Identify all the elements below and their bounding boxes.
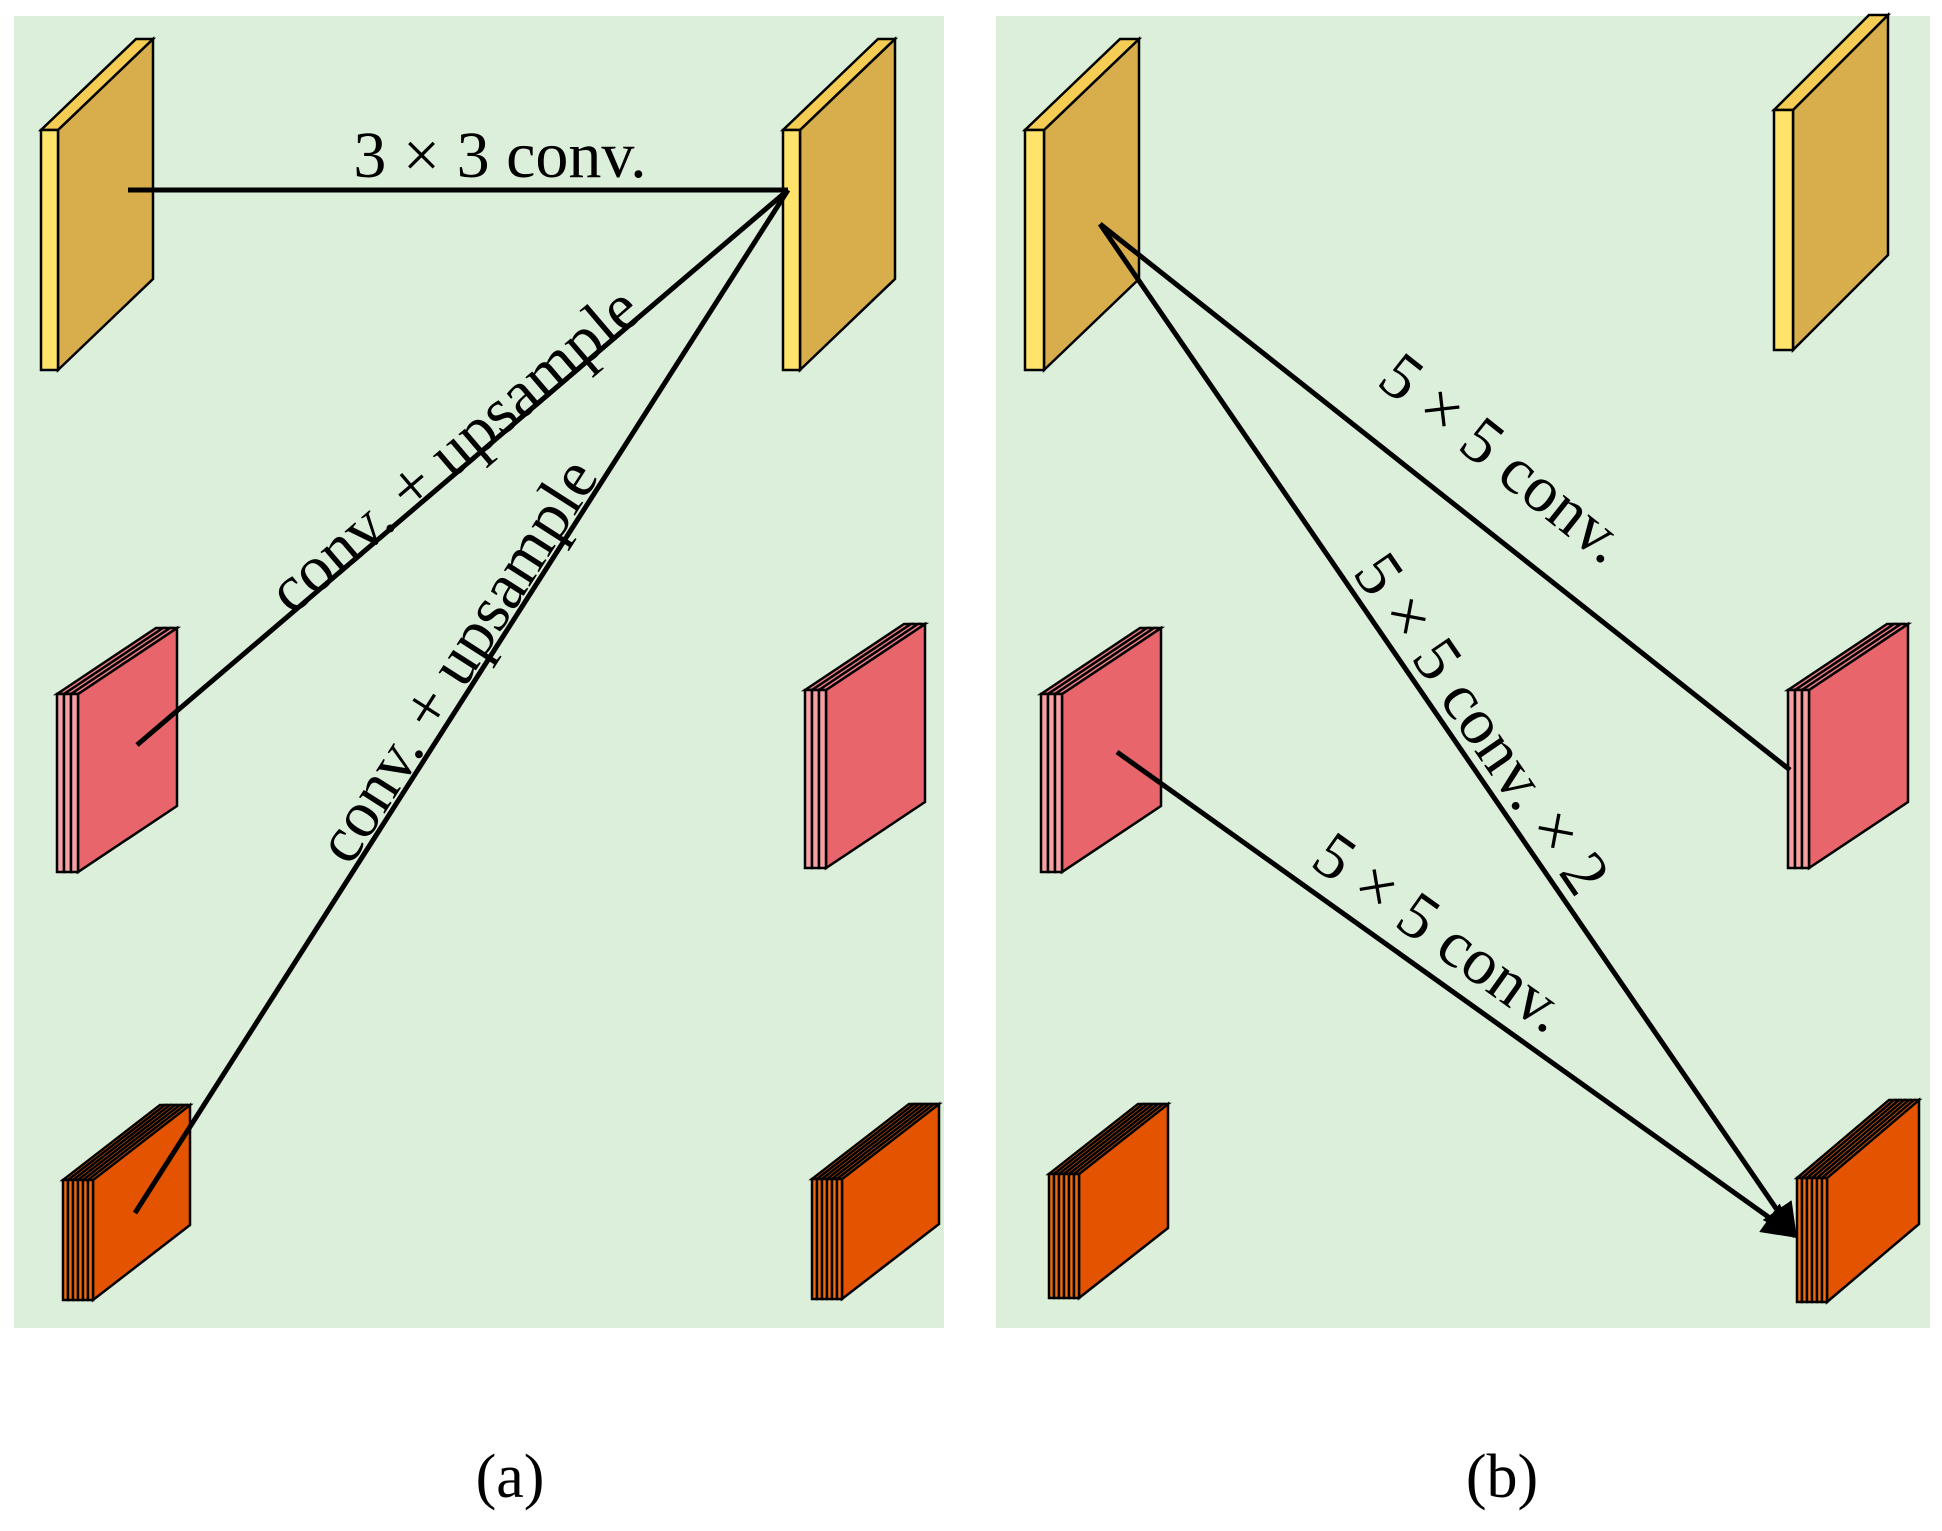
panel-b-block-level3-left	[1045, 1101, 1172, 1301]
panel-b-block-level3-right	[1793, 1097, 1923, 1305]
panel-b-block-level2-left	[1036, 625, 1166, 875]
panel-a: 3 × 3 conv. conv. + upsample conv. + ups…	[14, 16, 944, 1511]
panel-b-edge-level1-to-level3	[1097, 222, 1798, 1239]
block-front-face	[1023, 128, 1046, 372]
panel-a-label-3x3-conv: 3 × 3 conv.	[353, 119, 646, 192]
panel-b-caption: (b)	[1466, 1443, 1538, 1511]
block-front-face	[86, 1178, 95, 1302]
panel-a-edge-upsample-from-level3	[132, 188, 791, 1215]
block-front-face	[1800, 688, 1811, 870]
panel-a-block-level3-right	[808, 1101, 943, 1302]
block-front-face	[1072, 1172, 1081, 1300]
panel-a-caption: (a)	[476, 1443, 545, 1511]
panel-a-block-level1-right	[779, 36, 899, 373]
panel-a-block-level2-right	[800, 621, 930, 871]
panel-b: 5 × 5 conv. 5 × 5 conv. × 2 5 × 5 conv. …	[996, 11, 1930, 1511]
block-front-face	[69, 692, 80, 874]
block-front-face	[1053, 692, 1064, 874]
panel-a-block-level2-left	[52, 625, 182, 875]
panel-b-edge-level2-to-level3	[1115, 749, 1798, 1239]
panel-a-edge-upsample-from-level2	[135, 188, 790, 747]
block-front-face	[1820, 1176, 1829, 1304]
panel-a-block-level3-left	[59, 1102, 194, 1303]
block-front-face	[835, 1177, 844, 1301]
panel-b-edge-level1-to-level2	[1098, 222, 1792, 772]
block-front-face	[817, 688, 828, 870]
block-front-face	[1772, 108, 1795, 352]
panel-a-block-level1-left	[37, 36, 157, 373]
panel-b-block-level2-right	[1783, 621, 1913, 871]
panel-b-block-level1-left	[1021, 36, 1143, 373]
block-front-face	[781, 128, 802, 372]
panel-b-block-level1-right	[1770, 11, 1892, 354]
block-front-face	[39, 128, 60, 372]
